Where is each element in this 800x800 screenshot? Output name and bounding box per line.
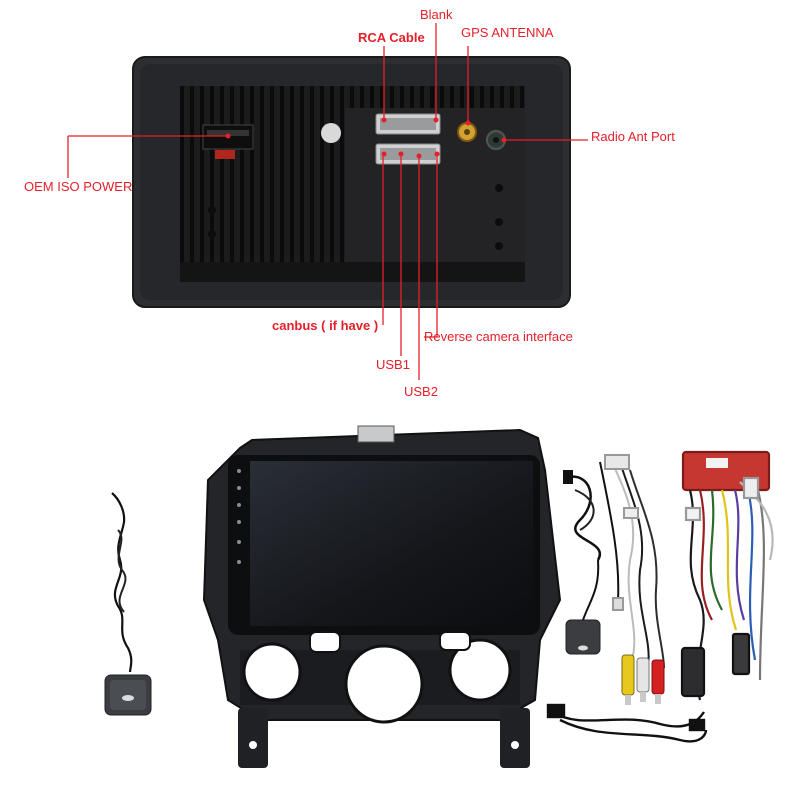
rca-plug-icon [621, 654, 665, 705]
callout-gps-antenna: GPS ANTENNA [461, 25, 554, 40]
cable-harness-rca [599, 454, 665, 669]
callout-usb2: USB2 [404, 384, 438, 399]
callout-reverse-camera: Reverse camera interface [424, 329, 573, 344]
cable-harness-usb-bottom [546, 703, 708, 743]
center-knob-opening [344, 644, 424, 724]
rear-sticker [321, 123, 341, 143]
callout-radio-ant-port: Radio Ant Port [591, 129, 675, 144]
left-knob-opening [242, 642, 302, 702]
speaker-connector [680, 646, 706, 698]
callout-usb1: USB1 [376, 357, 410, 372]
steering-connector [731, 632, 751, 676]
heatsink-top [180, 86, 525, 108]
head-unit-dash-frame [202, 425, 562, 768]
side-button-icons [237, 469, 241, 564]
cable-harness-usb [563, 470, 602, 655]
callout-lines [67, 23, 588, 380]
cable-harness-power [680, 450, 774, 701]
callout-blank: Blank [420, 7, 453, 22]
display-screen [250, 461, 533, 626]
gps-antenna-module-icon [104, 492, 152, 716]
iso-power-fuse [215, 150, 235, 159]
callout-oem-iso-power: OEM ISO POWER [24, 179, 133, 194]
callout-canbus: canbus ( if have ) [272, 318, 379, 333]
right-knob-opening [448, 638, 512, 702]
head-unit-rear-view [132, 56, 571, 308]
callout-rca-cable: RCA Cable [358, 30, 425, 45]
frame-top-tab [357, 425, 395, 443]
heatsink-bottom [180, 262, 525, 282]
